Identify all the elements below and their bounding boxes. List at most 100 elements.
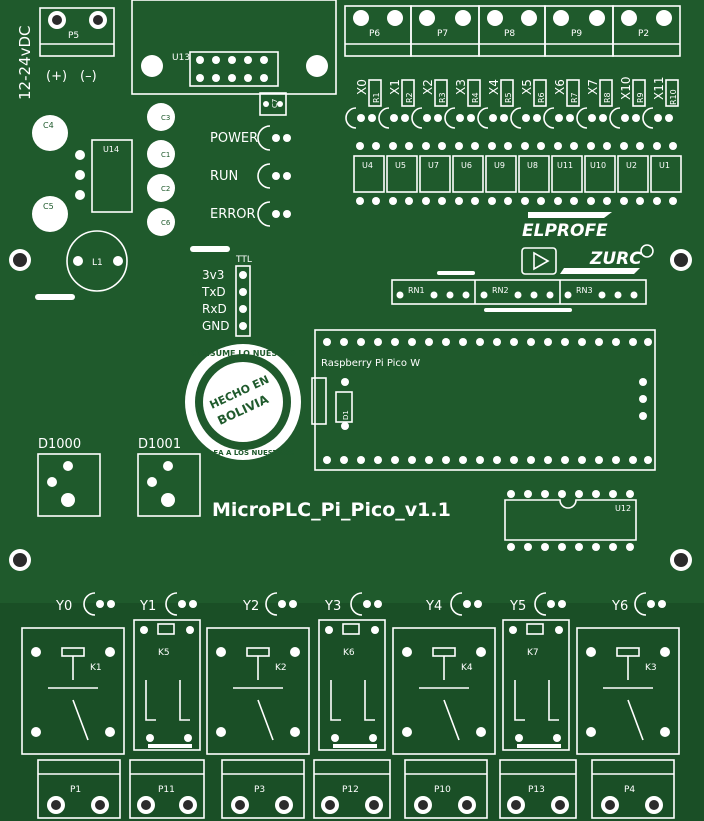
regulator-u14: U14 bbox=[75, 139, 133, 213]
connector-p3-label: P3 bbox=[254, 785, 265, 795]
output-y2-label: Y2 bbox=[242, 599, 259, 614]
input-x2-label: X2 bbox=[421, 79, 435, 95]
power-voltage-label: 12-24vDC bbox=[16, 26, 34, 101]
opto-u10-label: U10 bbox=[590, 161, 606, 170]
resistor-r1-label: R1 bbox=[372, 92, 381, 103]
network-rn3-label: RN3 bbox=[576, 286, 593, 295]
output-y3-label: Y3 bbox=[324, 599, 341, 614]
mcu-label: Raspberry Pi Pico W bbox=[321, 358, 420, 369]
resistor-r3-label: R3 bbox=[438, 92, 447, 103]
resistor-r7-label: R7 bbox=[570, 92, 579, 103]
connector-p5: P5 bbox=[39, 7, 115, 57]
connector-p12: P12 bbox=[313, 759, 391, 819]
ttl-title: TTL bbox=[235, 255, 252, 265]
input-resistors: R1 R2 R3 R4 R5 R6 R7 R8 R9 R10 bbox=[368, 79, 679, 107]
connector-p3: P3 bbox=[221, 759, 305, 819]
resistor-r9-label: R9 bbox=[636, 92, 645, 103]
capacitor-c5-label: C5 bbox=[43, 202, 54, 211]
output-y6-label: Y6 bbox=[611, 599, 628, 614]
resistor-r4-label: R4 bbox=[471, 92, 480, 103]
diode-d1-label: D1 bbox=[342, 410, 350, 420]
resistor-r5-label: R5 bbox=[504, 92, 513, 103]
connector-p4: P4 bbox=[591, 759, 675, 819]
connector-p1-label: P1 bbox=[70, 785, 81, 795]
led-run: RUN bbox=[210, 163, 291, 189]
relay-k6: K6 bbox=[318, 619, 386, 751]
opto-u11-label: U11 bbox=[557, 161, 573, 170]
connector-p11-label: P11 bbox=[158, 785, 175, 795]
input-labels: X0 X1 X2 X3 X4 X5 X6 X7 X10 X11 bbox=[355, 77, 666, 101]
seal-top-text: CONSUME LO NUESTRO bbox=[190, 349, 295, 358]
connector-p1: P1 bbox=[37, 759, 121, 819]
output-y1-label: Y1 bbox=[139, 599, 156, 614]
mcu-pico-w: Raspberry Pi Pico W bbox=[311, 329, 656, 471]
relay-k3: K3 bbox=[576, 627, 680, 755]
relay-k2: K2 bbox=[206, 627, 310, 755]
diode-d1000-label: D1000 bbox=[38, 437, 81, 452]
opto-u8-label: U8 bbox=[527, 161, 538, 170]
relay-k1-label: K1 bbox=[90, 663, 102, 673]
diode-d1001: D1001 bbox=[137, 437, 201, 517]
resistor-r6-label: R6 bbox=[537, 92, 546, 103]
inductor-l1: L1 bbox=[66, 230, 128, 292]
connector-p13-label: P13 bbox=[528, 785, 545, 795]
input-x1-label: X1 bbox=[388, 79, 402, 95]
opto-u1-label: U1 bbox=[659, 161, 670, 170]
regulator-u13: U13 bbox=[131, 0, 337, 95]
lightbulb-icon bbox=[640, 244, 654, 258]
input-x5-label: X5 bbox=[520, 79, 534, 95]
play-icon bbox=[533, 251, 550, 271]
input-x7-label: X7 bbox=[586, 79, 600, 95]
opto-u7-label: U7 bbox=[428, 161, 439, 170]
capacitor-c1: C1 bbox=[147, 140, 175, 168]
capacitor-c5: C5 bbox=[32, 196, 68, 232]
opto-u5-label: U5 bbox=[395, 161, 406, 170]
diode-d1001-label: D1001 bbox=[138, 437, 181, 452]
led-power: POWER bbox=[210, 125, 291, 151]
input-x11-label: X11 bbox=[652, 77, 666, 101]
relay-k4: K4 bbox=[392, 627, 496, 755]
board-title: MicroPLC_Pi_Pico_v1.1 bbox=[212, 499, 451, 521]
capacitor-c4: C4 bbox=[32, 115, 68, 151]
ic-u12: U12 bbox=[504, 490, 637, 551]
input-x4-label: X4 bbox=[487, 79, 501, 95]
relay-k5-label: K5 bbox=[158, 648, 170, 658]
input-x0-label: X0 bbox=[355, 79, 369, 95]
capacitor-c4-label: C4 bbox=[43, 121, 54, 130]
power-plus-label: (+) bbox=[46, 69, 67, 84]
led-power-label: POWER bbox=[210, 131, 258, 146]
diode-d1000: D1000 bbox=[37, 437, 101, 517]
resistor-networks: RN1 RN2 RN3 bbox=[391, 271, 647, 312]
connector-p2-label: P2 bbox=[638, 29, 649, 39]
capacitor-c3: C3 bbox=[147, 103, 175, 131]
connector-p5-label: P5 bbox=[68, 31, 79, 41]
connector-p13: P13 bbox=[499, 759, 577, 819]
connector-p10-label: P10 bbox=[434, 785, 451, 795]
ttl-header: TTL 3v3 TxD RxD GND bbox=[201, 255, 252, 337]
opto-u6-label: U6 bbox=[461, 161, 472, 170]
ic-u12-label: U12 bbox=[615, 504, 631, 513]
mcu-bottom-pins bbox=[323, 456, 652, 464]
network-rn2-label: RN2 bbox=[492, 286, 509, 295]
top-connectors: P6 P7 P8 P9 P2 bbox=[344, 5, 681, 57]
capacitor-c3-label: C3 bbox=[161, 114, 170, 122]
seal-bottom-text: EMPLEA A LOS NUESTROS bbox=[192, 449, 294, 457]
capacitor-c7-label: C7 bbox=[271, 99, 279, 108]
made-in-bolivia-seal: CONSUME LO NUESTRO EMPLEA A LOS NUESTROS… bbox=[185, 344, 301, 460]
relay-k6-label: K6 bbox=[343, 648, 355, 658]
network-rn1-label: RN1 bbox=[408, 286, 425, 295]
input-x3-label: X3 bbox=[454, 79, 468, 95]
regulator-u14-label: U14 bbox=[103, 145, 119, 154]
regulator-u13-label: U13 bbox=[172, 53, 190, 63]
connector-p6-label: P6 bbox=[369, 29, 380, 39]
opto-u9-label: U9 bbox=[494, 161, 505, 170]
capacitor-c2-label: C2 bbox=[161, 185, 170, 193]
connector-p9-label: P9 bbox=[571, 29, 582, 39]
capacitor-c2: C2 bbox=[147, 174, 175, 202]
mounting-holes bbox=[9, 249, 692, 571]
output-y4-label: Y4 bbox=[425, 599, 442, 614]
capacitor-c6: C6 bbox=[147, 208, 175, 236]
opto-u4-label: U4 bbox=[362, 161, 373, 170]
led-error: ERROR bbox=[210, 201, 291, 227]
